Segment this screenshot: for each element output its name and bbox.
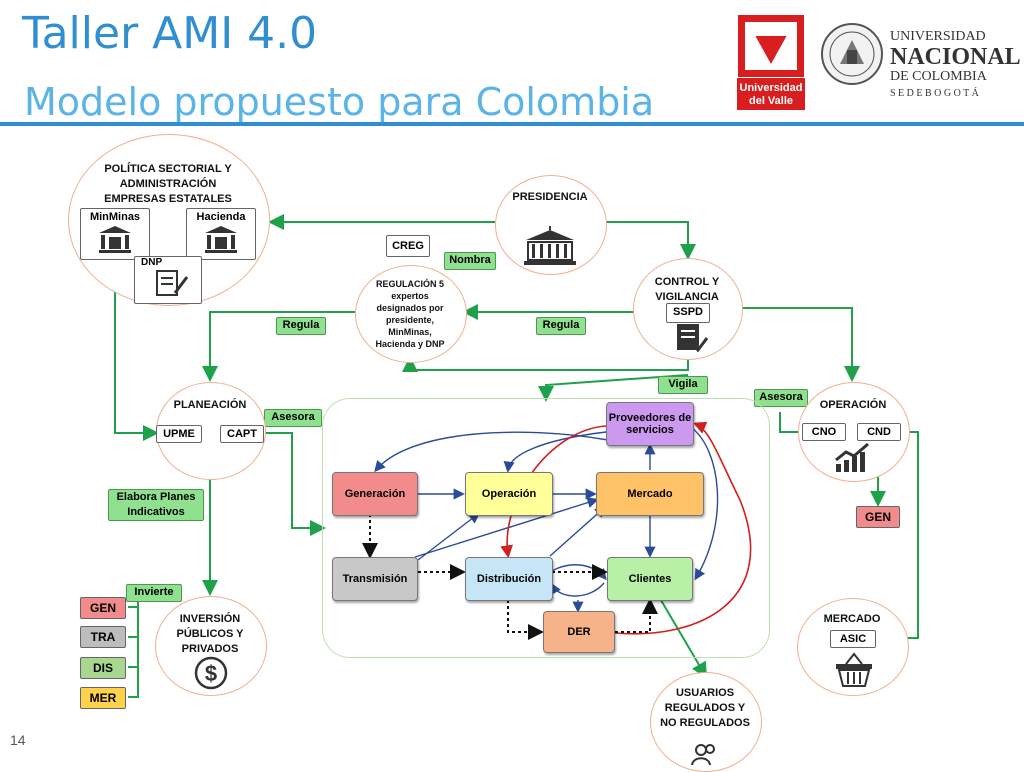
nombra-label: Nombra [444,252,496,270]
univalle-line2: del Valle [749,95,793,107]
upme-box: UPME [156,425,202,443]
page-number: 14 [10,732,26,748]
mercado-title: MERCADO [823,613,881,625]
regula-left-label: Regula [276,317,326,335]
capt-box: CAPT [220,425,264,443]
page-title: Taller AMI 4.0 [22,8,318,59]
asic-box: ASIC [830,630,876,648]
usuarios-title: USUARIOS REGULADOS Y NO REGULADOS [660,687,750,729]
document-sign-icon [156,270,189,296]
sspd-box: SSPD [666,303,710,323]
asesora-right-label: Asesora [754,389,808,407]
der-node: DER [543,611,615,653]
hacienda-label: Hacienda [196,211,246,223]
unal-logo: UNIVERSIDAD NACIONAL DE COLOMBIA S E D E… [820,14,1021,99]
regulacion-circle [355,265,467,363]
transmision-node: Transmisión [332,557,418,601]
trend-chart-icon [835,442,869,472]
regula-right-label: Regula [536,317,586,335]
shopping-basket-icon [836,652,872,687]
univalle-line1: Universidad [740,82,803,94]
minminas-box: MinMinas [80,208,150,260]
gen-tag: GEN [80,597,126,619]
government-building-icon [99,226,131,253]
minminas-label: MinMinas [89,211,141,223]
dollar-icon: $ [194,656,228,690]
operacion-title: OPERACIÓN [819,399,887,411]
planeacion-title: PLANEACIÓN [173,399,247,411]
cnd-box: CND [857,423,901,441]
elabora-planes-label: Elabora Planes Indicativos [108,489,204,521]
dis-tag: DIS [80,657,126,679]
asesora-left-label: Asesora [264,409,322,427]
unal-line3: DE COLOMBIA [890,69,988,84]
presidencia-circle [495,175,607,275]
politica-title: POLÍTICA SECTORIAL Y ADMINISTRACIÓN EMPR… [104,163,232,205]
mer-tag: MER [80,687,126,709]
proveedores-node: Proveedores de servicios [606,402,694,446]
generacion-node: Generación [332,472,418,516]
page-subtitle: Modelo propuesto para Colombia [24,80,655,124]
checklist-icon [677,324,709,353]
dnp-box: DNP [134,256,202,304]
clientes-node: Clientes [607,557,693,601]
market-structure-container [322,398,770,658]
inversion-title: INVERSIÓN PÚBLICOS Y PRIVADOS [176,613,244,655]
inversion-circle [155,596,267,696]
distribucion-node: Distribución [465,557,553,601]
users-icon [691,744,715,766]
control-title: CONTROL Y VIGILANCIA [654,276,720,303]
regulacion-text: REGULACIÓN 5 expertos designados por pre… [375,279,445,349]
unal-line2: NACIONAL [890,44,1020,70]
title-divider [0,122,1024,126]
tra-tag: TRA [80,626,126,648]
vigila-label: Vigila [658,376,708,394]
unal-line4: S E D E B O G O T Á [890,87,980,98]
hacienda-box: Hacienda [186,208,256,260]
invierte-label: Invierte [126,584,182,602]
cno-box: CNO [802,423,846,441]
government-building-icon [205,226,237,253]
mercado-node: Mercado [596,472,704,516]
svg-text:$: $ [205,661,217,686]
operacion-node: Operación [465,472,553,516]
creg-box: CREG [386,235,430,257]
gen-operacion-tag: GEN [856,506,900,528]
univalle-logo: Universidad del Valle [737,14,805,110]
presidencia-title: PRESIDENCIA [512,191,588,203]
unal-line1: UNIVERSIDAD [890,29,986,44]
dnp-label: DNP [141,257,163,268]
presidential-palace-icon [524,226,576,265]
